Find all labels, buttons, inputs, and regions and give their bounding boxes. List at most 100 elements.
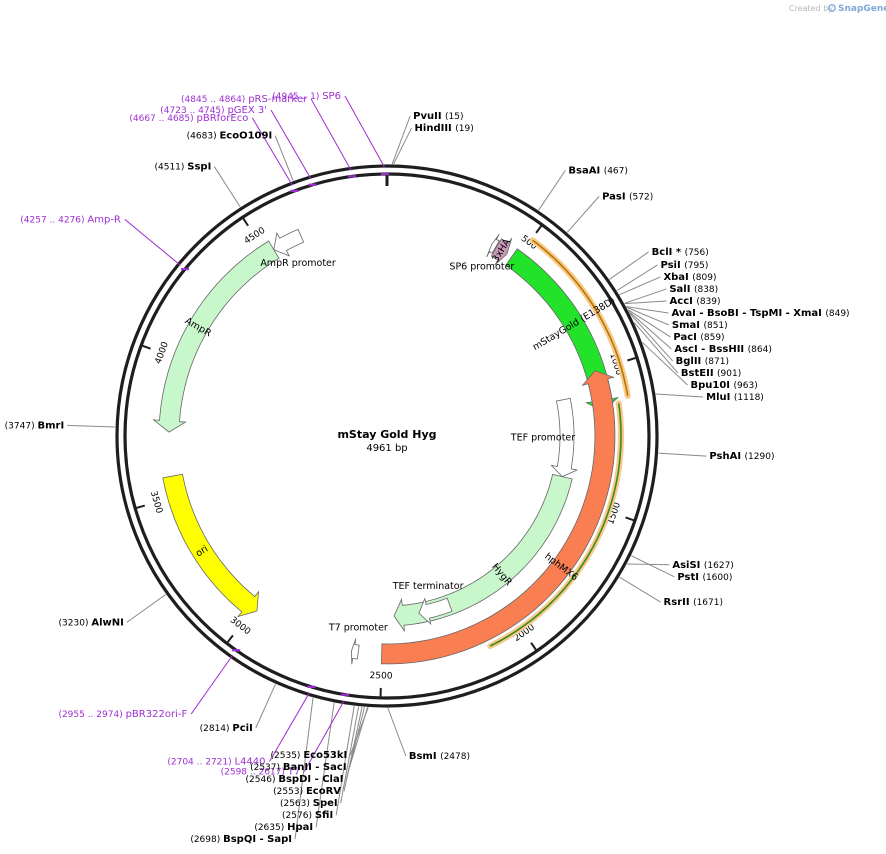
site-label: AsiSI (1627) [672, 560, 733, 571]
site-bsaai[interactable]: BsaAI (467) [568, 165, 627, 176]
site-label: (4683) EcoO109I [187, 131, 273, 142]
site-label: BsaAI (467) [568, 165, 627, 176]
site-smai[interactable]: SmaI (851) [672, 320, 728, 331]
site-paci[interactable]: PacI (859) [673, 332, 724, 343]
site-bcli[interactable]: BclI * (756) [652, 247, 709, 258]
primer-pbr322ori-f[interactable]: (2955 .. 2974) pBR322ori-F [58, 709, 187, 720]
primer-pgex-3[interactable]: (4723 .. 4745) pGEX 3' [160, 105, 267, 116]
site-bglii[interactable]: BglII (871) [676, 356, 729, 367]
site-pshai[interactable]: PshAI (1290) [709, 451, 774, 462]
site-name: MluI [706, 392, 734, 403]
site-bsteii[interactable]: BstEII (901) [681, 368, 741, 379]
primer-range: (2704 .. 2721) [167, 757, 234, 767]
feature-hygr[interactable] [393, 473, 573, 632]
site-eco53ki[interactable]: (2535) Eco53kI [271, 750, 348, 761]
site-hpai[interactable]: (2635) HpaI [254, 822, 313, 833]
site-name: SfiI [315, 810, 333, 821]
site-name: PvuII [413, 111, 445, 122]
site-banii-saci[interactable]: (2537) BanII - SacI [250, 762, 346, 773]
site-bspdi-clai[interactable]: (2546) BspDI - ClaI [246, 774, 344, 785]
site-name: PacI [673, 332, 700, 343]
feature-hphmx6[interactable] [380, 370, 616, 665]
primer-name: pBR322ori-F [126, 709, 188, 720]
site-name: PshAI [709, 451, 744, 462]
site-name: SpeI [313, 798, 338, 809]
site-sali[interactable]: SalI (838) [669, 284, 718, 295]
site-xbai[interactable]: XbaI (809) [663, 272, 716, 283]
feature-ampr-promoter[interactable] [273, 228, 305, 257]
site-bpu10i[interactable]: Bpu10I (963) [690, 380, 757, 391]
primer-leader-line [303, 700, 345, 772]
site-psti[interactable]: PstI (1600) [677, 572, 732, 583]
site-leader-line [627, 563, 670, 566]
site-name: HpaI [287, 822, 313, 833]
site-label: BglII (871) [676, 356, 729, 367]
site-name: PasI [602, 191, 629, 202]
site-name: BclI * [652, 247, 685, 258]
site-bmri[interactable]: (3747) BmrI [5, 420, 65, 431]
site-ecorv[interactable]: (2553) EcoRV [273, 786, 341, 797]
primer-sp6[interactable]: (4945 .. 1) SP6 [272, 91, 341, 102]
feature-sp6-promoter[interactable] [486, 233, 500, 258]
feature-tef-terminator[interactable] [418, 597, 453, 626]
site-label: XbaI (809) [663, 272, 716, 283]
site-asci-bsshii[interactable]: AscI - BssHII (864) [674, 344, 771, 355]
site-position: (1118) [734, 393, 764, 403]
site-position: (467) [604, 166, 628, 176]
site-psii[interactable]: PsiI (795) [660, 260, 708, 271]
site-avai-bsobi-tspmi-xmai[interactable]: AvaI - BsoBI - TspMI - XmaI (849) [672, 308, 850, 319]
site-label: (2576) SfiI [282, 810, 333, 821]
primer-t7[interactable]: (2598 .. 2617) T7 [221, 767, 301, 778]
site-name: BglII [676, 356, 705, 367]
feature-ampr[interactable] [152, 240, 280, 433]
primer-l4440[interactable]: (2704 .. 2721) L4440 [167, 756, 265, 767]
site-alwni[interactable]: (3230) AlwNI [59, 617, 124, 628]
site-spei[interactable]: (2563) SpeI [280, 798, 338, 809]
site-asisi[interactable]: AsiSI (1627) [672, 560, 733, 571]
site-leader-line [609, 251, 649, 280]
site-pcii[interactable]: (2814) PciI [200, 723, 253, 734]
primer-prs-marker[interactable]: (4845 .. 4864) pRS-marker [181, 94, 308, 105]
site-sfii[interactable]: (2576) SfiI [282, 810, 333, 821]
site-bsmi[interactable]: BsmI (2478) [409, 751, 470, 762]
primer-amp-r[interactable]: (4257 .. 4276) Amp-R [20, 214, 121, 225]
feature-3xha[interactable] [490, 237, 513, 266]
feature-ori[interactable] [162, 473, 259, 618]
site-mlui[interactable]: MluI (1118) [706, 392, 764, 403]
plasmid-name: mStay Gold Hyg [337, 428, 436, 441]
site-name: BsaAI [568, 165, 603, 176]
feature-tef-promoter[interactable] [550, 397, 579, 478]
site-name: BanII - SacI [283, 762, 347, 773]
site-pvuii[interactable]: PvuII (15) [413, 111, 463, 122]
primer-name: SP6 [322, 91, 341, 102]
site-hindiii[interactable]: HindIII (19) [415, 123, 474, 134]
site-leader-line [566, 196, 600, 233]
site-name: SspI [187, 162, 211, 173]
site-position: (3747) [5, 421, 38, 431]
site-name: PciI [232, 723, 252, 734]
site-leader-line [343, 706, 363, 792]
site-pasi[interactable]: PasI (572) [602, 191, 653, 202]
site-rsrii[interactable]: RsrII (1671) [664, 597, 723, 608]
site-ecoo109i[interactable]: (4683) EcoO109I [187, 131, 273, 142]
site-label: (2698) BspQI - SapI [190, 834, 292, 845]
site-label: (4511) SspI [154, 162, 211, 173]
site-position: (19) [455, 124, 473, 134]
site-name: BmrI [37, 420, 64, 431]
primer-binding-arcs [487, 237, 631, 649]
site-position: (851) [703, 321, 727, 331]
primer-label: (4723 .. 4745) pGEX 3' [160, 105, 267, 116]
site-position: (838) [694, 285, 718, 295]
primer-pbrforeco[interactable]: (4667 .. 4685) pBRforEco [129, 113, 248, 124]
primer-leader-line [251, 117, 293, 186]
site-bspqi-sapi[interactable]: (2698) BspQI - SapI [190, 834, 292, 845]
site-acci[interactable]: AccI (839) [670, 296, 721, 307]
site-position: (2698) [190, 835, 223, 845]
primer-binding-line [532, 239, 629, 397]
primer-leader-line [310, 98, 352, 171]
site-sspi[interactable]: (4511) SspI [154, 162, 211, 173]
site-name: AlwNI [91, 617, 124, 628]
feature-t7-promoter[interactable] [350, 638, 360, 665]
site-leader-line [294, 697, 314, 840]
